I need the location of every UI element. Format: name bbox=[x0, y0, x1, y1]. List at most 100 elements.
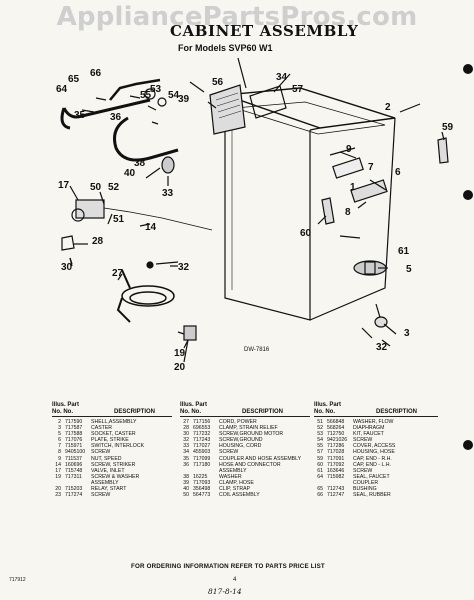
part-no: 717156 bbox=[193, 419, 211, 425]
illus-no: 32 bbox=[183, 437, 189, 444]
description: CLAMP, STRAIN RELIEF bbox=[219, 425, 278, 432]
callout-19: 19 bbox=[174, 348, 186, 359]
illus-no: 28 bbox=[183, 425, 189, 432]
illus-no: 3 bbox=[58, 425, 61, 432]
illus-no: 2 bbox=[58, 419, 61, 425]
part-no: 455903 bbox=[193, 449, 211, 456]
callout-9: 9 bbox=[346, 144, 352, 155]
illus-no: 33 bbox=[183, 443, 189, 450]
header-no: No. No. bbox=[180, 409, 201, 415]
illus-no: 9 bbox=[58, 455, 61, 462]
illus-no: 40 bbox=[183, 486, 189, 493]
parts-row: 19 717311 SCREW & WASHER bbox=[52, 474, 172, 480]
part-no: 717180 bbox=[193, 461, 211, 468]
part-no: 715971 bbox=[65, 443, 83, 450]
illus-no: 60 bbox=[317, 461, 323, 468]
illus-no: 19 bbox=[55, 473, 61, 480]
part-no: 717311 bbox=[65, 473, 82, 480]
part-no: 715982 bbox=[327, 473, 345, 480]
callout-54: 54 bbox=[168, 90, 180, 101]
drawing-code: DW-7816 bbox=[244, 347, 270, 353]
illus-no: 36 bbox=[183, 461, 189, 468]
description: COUPLER bbox=[353, 479, 379, 486]
description: SCREW bbox=[353, 437, 373, 444]
callout-36: 36 bbox=[110, 112, 122, 123]
illus-no: 59 bbox=[317, 455, 323, 462]
parts-header: Illus. Part No. No. DESCRIPTION bbox=[314, 402, 438, 417]
description: VALVE, INLET bbox=[91, 467, 125, 474]
description: SCREW, STRIKER bbox=[91, 461, 136, 468]
part-no: 160696 bbox=[65, 461, 83, 468]
illus-no: 61 bbox=[317, 467, 323, 474]
callout-64: 64 bbox=[56, 84, 68, 95]
description: SCREW bbox=[219, 449, 239, 456]
binder-hole bbox=[463, 440, 473, 450]
illus-no: 23 bbox=[55, 492, 61, 499]
parts-header: Illus. Part No. No. DESCRIPTION bbox=[180, 402, 310, 417]
illus-no: 38 bbox=[183, 473, 189, 480]
part-no: 717028 bbox=[327, 449, 345, 456]
callout-40: 40 bbox=[124, 168, 136, 179]
description: SCREW & WASHER bbox=[91, 473, 140, 480]
illus-no: 65 bbox=[317, 486, 323, 493]
parts-row: COUPLER bbox=[314, 480, 438, 486]
part-no: 568264 bbox=[327, 425, 345, 432]
callout-55: 55 bbox=[140, 90, 152, 101]
description: COUPLER AND HOSE ASSEMBLY bbox=[219, 455, 302, 462]
illus-no: 55 bbox=[317, 443, 323, 450]
part-no: 711537 bbox=[65, 455, 82, 462]
binder-hole bbox=[463, 190, 473, 200]
callout-28: 28 bbox=[92, 236, 104, 247]
callout-32-upper: 32 bbox=[178, 262, 190, 273]
part-no: 717027 bbox=[193, 443, 211, 450]
description: SCREW,GROUND bbox=[219, 437, 263, 444]
illus-no: 50 bbox=[183, 492, 189, 499]
illus-no: 54 bbox=[317, 437, 323, 444]
illus-no: 57 bbox=[317, 449, 323, 456]
illus-no: 7 bbox=[58, 443, 61, 450]
description: NUT, SPEED bbox=[91, 455, 122, 462]
callout-35: 35 bbox=[74, 110, 86, 121]
callout-51: 51 bbox=[113, 214, 125, 225]
callout-33: 33 bbox=[162, 188, 174, 199]
header-illus-part: Illus. Part bbox=[314, 402, 342, 408]
header-description: DESCRIPTION bbox=[242, 409, 284, 415]
part-no: 717092 bbox=[327, 461, 345, 468]
header-no: No. No. bbox=[52, 409, 73, 415]
part-no: 717590 bbox=[65, 419, 83, 425]
form-number: 717912 bbox=[9, 577, 26, 583]
header-illus-part: Illus. Part bbox=[52, 402, 80, 408]
description: CLAMP, HOSE bbox=[219, 479, 254, 486]
callout-60: 60 bbox=[300, 228, 312, 239]
part-no: 712750 bbox=[327, 431, 345, 438]
illus-no: 51 bbox=[317, 419, 323, 425]
description: RELAY, START bbox=[91, 486, 127, 493]
callout-56: 56 bbox=[212, 77, 224, 88]
handwritten-date: 817-8-14 bbox=[208, 587, 242, 596]
description: CAP, END - R.H. bbox=[353, 455, 392, 462]
part-no: 717232 bbox=[193, 431, 211, 438]
part-no: 717286 bbox=[327, 443, 345, 450]
callout-39: 39 bbox=[178, 94, 190, 105]
callout-27: 27 bbox=[112, 268, 124, 279]
page-subtitle: For Models SVP60 W1 bbox=[178, 43, 273, 53]
